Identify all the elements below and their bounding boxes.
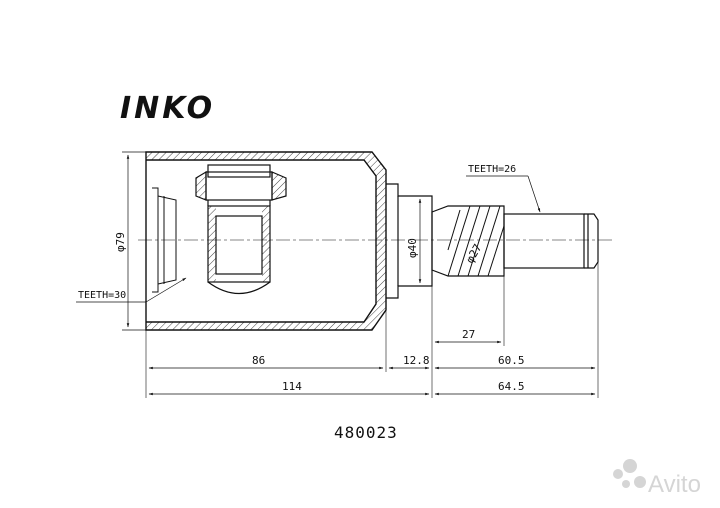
- label-spline-length: 27: [462, 328, 475, 341]
- label-housing-length: 86: [252, 354, 265, 367]
- dim-outer-diameter: [122, 151, 146, 331]
- label-outer-teeth: TEETH=26: [468, 164, 516, 175]
- roller-hatch-right: [262, 206, 270, 282]
- spline-shaft: [431, 205, 505, 277]
- leader-outer-teeth: [466, 175, 541, 213]
- brand-logo: INKO: [120, 91, 215, 126]
- roller-hatch-left: [208, 206, 216, 282]
- label-shaft-length: 60.5: [498, 354, 525, 367]
- label-outer-diameter: φ79: [114, 232, 127, 252]
- watermark-text: Avito: [648, 471, 701, 498]
- label-total-length: 114: [282, 380, 302, 393]
- label-stem-length: 64.5: [498, 380, 525, 393]
- part-number: 480023: [334, 423, 398, 442]
- label-spline-diameter: φ27: [463, 242, 484, 266]
- stem: [503, 213, 599, 269]
- label-flange-diameter: φ40: [406, 238, 419, 258]
- label-flange-width: 12.8: [403, 354, 430, 367]
- label-inner-teeth: TEETH=30: [78, 290, 126, 301]
- leader-inner-teeth: [76, 277, 187, 303]
- inner-bore: [145, 160, 177, 322]
- watermark: [613, 459, 646, 488]
- extension-lines: [145, 262, 599, 398]
